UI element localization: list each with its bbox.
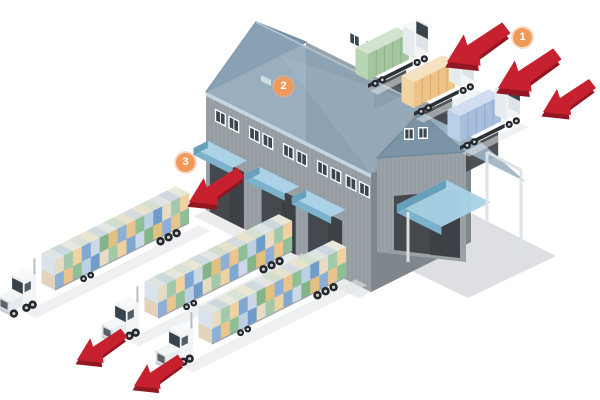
outbound-truck [0,186,211,319]
inbound-trucks [355,19,529,157]
flow-arrow [132,354,185,394]
outbound-truck [155,240,368,373]
flow-arrow [445,22,511,71]
step-badge-1: 1 [513,28,532,47]
flow-arrow [187,167,245,210]
dock-canopy-frame [485,150,523,262]
step-badge-2: 2 [274,77,293,96]
inbound-truck-blue [447,81,529,157]
outbound-trucks [0,186,368,373]
step-badge-3: 3 [176,153,195,172]
roof [205,21,422,178]
flow-arrow [496,48,562,97]
flow-arrow [75,328,128,368]
front-wing [376,111,526,262]
flow-arrow [541,79,596,120]
flow-arrows [75,22,596,394]
